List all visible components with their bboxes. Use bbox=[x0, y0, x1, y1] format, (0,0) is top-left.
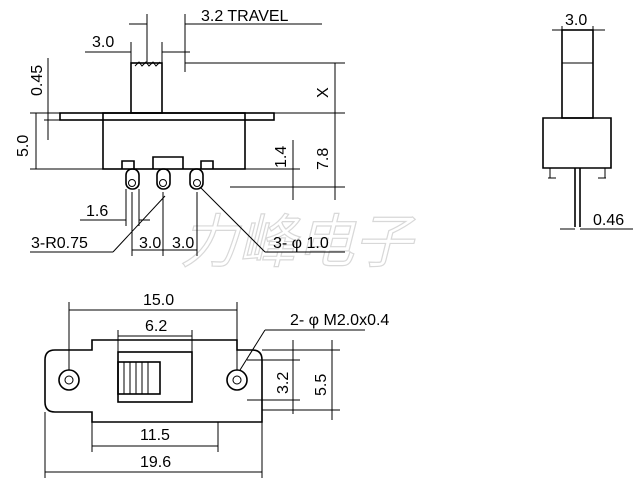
dim-mount-hole: 2- φ M2.0x0.4 bbox=[290, 312, 389, 329]
front-view: 3.2 TRAVEL 3.0 0.45 5.0 X 7.8 1.4 bbox=[15, 8, 345, 256]
actuator bbox=[130, 62, 163, 114]
slider-ribs bbox=[123, 362, 149, 394]
side-dim-pin: 0.46 bbox=[593, 212, 624, 229]
dim-slot-width: 6.2 bbox=[145, 318, 167, 335]
side-view: 3.0 0.46 bbox=[542, 12, 633, 230]
dim-travel: 3.2 TRAVEL bbox=[201, 8, 289, 25]
dim-gap: 0.45 bbox=[29, 65, 46, 96]
watermark: 力峰电子 bbox=[180, 208, 416, 276]
dim-body-height: 5.0 bbox=[15, 135, 32, 157]
dim-pin-offset: 1.6 bbox=[86, 203, 108, 220]
dim-actuator-width: 3.0 bbox=[92, 34, 114, 51]
terminal-base bbox=[121, 156, 214, 169]
dim-x: X bbox=[315, 87, 332, 98]
dim-body-length: 11.5 bbox=[140, 427, 170, 444]
dim-overall-inner: 15.0 bbox=[143, 292, 174, 309]
dim-pitch-2: 3.0 bbox=[172, 235, 194, 252]
side-body bbox=[542, 117, 612, 169]
switch-body bbox=[102, 112, 246, 170]
mount-hole-left bbox=[58, 369, 80, 391]
terminals bbox=[125, 168, 204, 190]
dim-body-depth: 5.5 bbox=[313, 374, 330, 396]
mounting-plate bbox=[59, 112, 275, 121]
dim-height-total: 7.8 bbox=[315, 148, 332, 170]
slider bbox=[117, 361, 161, 395]
top-view: 15.0 6.2 2- φ M2.0x0.4 3.2 5.5 11.5 19.6 bbox=[44, 292, 389, 478]
side-dim-actuator: 3.0 bbox=[565, 12, 587, 29]
dim-pin-length: 1.4 bbox=[273, 146, 290, 168]
side-actuator bbox=[561, 29, 594, 119]
dim-radius: 3-R0.75 bbox=[31, 235, 88, 252]
mount-hole-right bbox=[226, 369, 248, 391]
actuator-serration bbox=[134, 61, 161, 67]
dim-hole: 3- φ 1.0 bbox=[273, 235, 329, 252]
dim-hole-dia: 3.2 bbox=[275, 372, 292, 394]
dim-pitch-1: 3.0 bbox=[139, 235, 161, 252]
dim-overall-length: 19.6 bbox=[140, 454, 171, 471]
